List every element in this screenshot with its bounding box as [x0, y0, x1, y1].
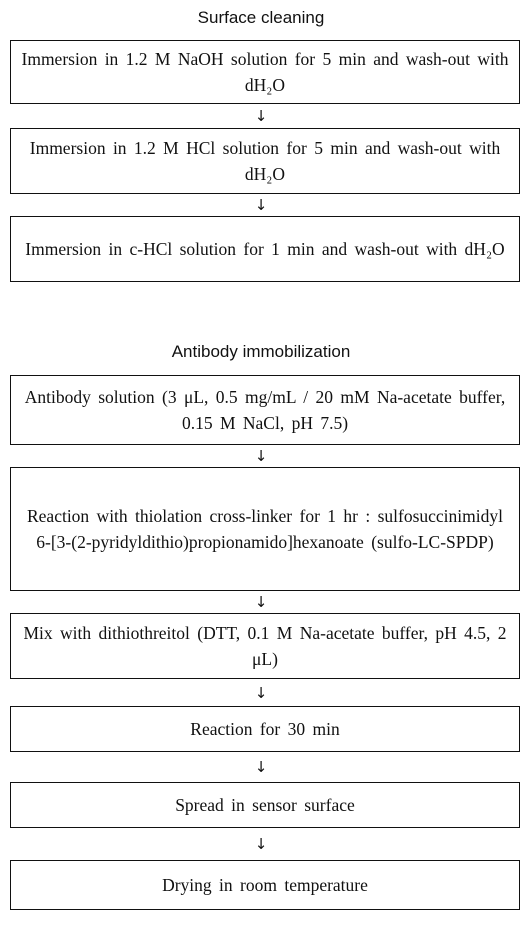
- arrow-down-icon: ↓: [254, 758, 268, 776]
- arrow-down-icon: ↓: [254, 835, 268, 853]
- step-spread-surface: Spread in sensor surface: [10, 782, 520, 828]
- step-text: Immersion in 1.2 M HCl solution for 5 mi…: [29, 138, 501, 184]
- step-text: Mix with dithiothreitol (DTT, 0.1 M Na-a…: [23, 623, 507, 669]
- step-text: Reaction for 30 min: [190, 719, 340, 739]
- step-naoh-immersion: Immersion in 1.2 M NaOH solution for 5 m…: [10, 40, 520, 104]
- step-text: Drying in room temperature: [162, 875, 368, 895]
- arrow-down-icon: ↓: [254, 684, 268, 702]
- section-title-antibody-immobilization: Antibody immobilization: [171, 342, 351, 361]
- section-title-surface-cleaning: Surface cleaning: [197, 8, 325, 27]
- arrow-down-icon: ↓: [254, 107, 268, 125]
- step-dtt-mix: Mix with dithiothreitol (DTT, 0.1 M Na-a…: [10, 613, 520, 679]
- step-c-hcl-immersion: Immersion in c-HCl solution for 1 min an…: [10, 216, 520, 282]
- step-text: Antibody solution (3 μL, 0.5 mg/mL / 20 …: [24, 387, 506, 433]
- step-text: Spread in sensor surface: [175, 795, 355, 815]
- step-reaction-30min: Reaction for 30 min: [10, 706, 520, 752]
- step-text: Immersion in 1.2 M NaOH solution for 5 m…: [21, 49, 509, 95]
- step-drying: Drying in room temperature: [10, 860, 520, 910]
- step-antibody-solution: Antibody solution (3 μL, 0.5 mg/mL / 20 …: [10, 375, 520, 445]
- step-hcl-immersion: Immersion in 1.2 M HCl solution for 5 mi…: [10, 128, 520, 194]
- step-thiolation-reaction: Reaction with thiolation cross-linker fo…: [10, 467, 520, 591]
- step-text: Reaction with thiolation cross-linker fo…: [26, 506, 503, 552]
- arrow-down-icon: ↓: [254, 593, 268, 611]
- arrow-down-icon: ↓: [254, 196, 268, 214]
- arrow-down-icon: ↓: [254, 447, 268, 465]
- step-text: Immersion in c-HCl solution for 1 min an…: [25, 239, 505, 259]
